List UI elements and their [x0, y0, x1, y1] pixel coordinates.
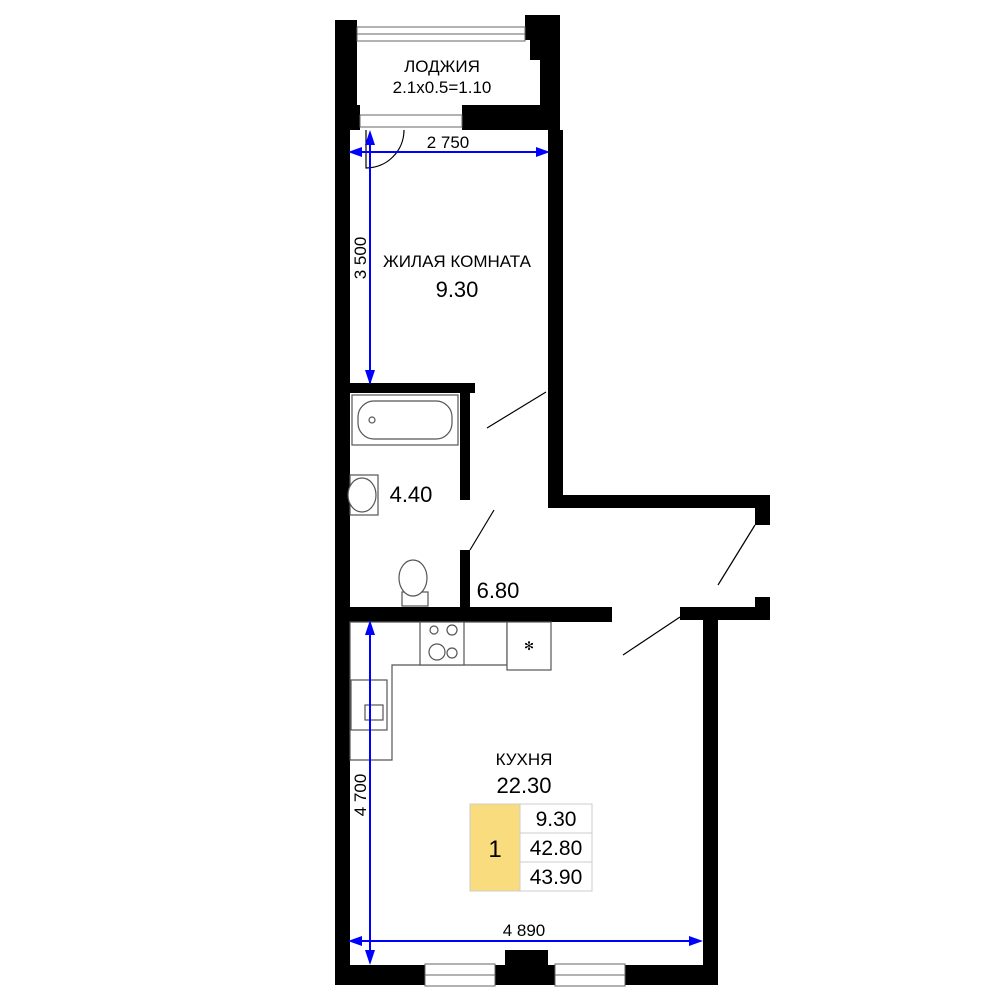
- loggia-name: ЛОДЖИЯ: [404, 57, 480, 76]
- dim-living-width: 2 750: [427, 133, 470, 152]
- bathroom-area: 4.40: [390, 482, 433, 507]
- hall-area: 6.80: [477, 578, 520, 603]
- dim-kitchen-length: 4 700: [351, 774, 370, 817]
- kitchen-area: 22.30: [496, 773, 551, 798]
- windows: [356, 26, 626, 987]
- summary-total-area: 42.80: [530, 837, 583, 860]
- fridge-icon: [506, 621, 552, 671]
- living-room-name: ЖИЛАЯ КОМНАТА: [383, 252, 532, 271]
- area-summary: 1 9.30 42.80 43.90: [469, 803, 593, 892]
- kitchen-name: КУХНЯ: [496, 750, 553, 769]
- living-room-area: 9.30: [436, 277, 479, 302]
- dimension-lines: [348, 130, 703, 965]
- dim-living-length: 3 500: [351, 237, 370, 280]
- loggia-area: 2.1x0.5=1.10: [393, 78, 492, 97]
- dim-kitchen-width: 4 890: [503, 921, 546, 940]
- doors: [365, 129, 756, 656]
- summary-living-area: 9.30: [536, 808, 577, 831]
- svg-text:✻: ✻: [524, 639, 534, 653]
- rooms-count: 1: [488, 836, 501, 863]
- summary-total-with-loggia: 43.90: [530, 866, 583, 889]
- fixtures: ✻: [347, 394, 552, 761]
